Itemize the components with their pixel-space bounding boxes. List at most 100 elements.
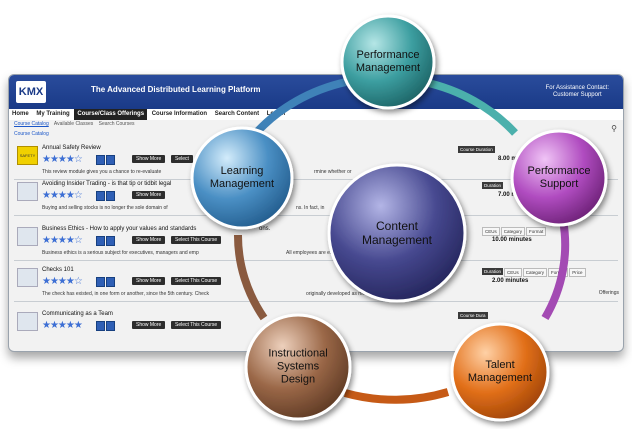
show-more-button[interactable]: Show More [132, 277, 166, 285]
rating-stars: ★★★★☆ [42, 235, 83, 246]
info-icon[interactable] [96, 236, 105, 246]
course-title[interactable]: Business Ethics - How to apply your valu… [42, 226, 197, 232]
arc-isd-to-learning-management [233, 234, 268, 321]
show-more-button[interactable]: Show More [132, 155, 166, 163]
search-icon[interactable]: ⚲ [611, 124, 617, 133]
row-divider [14, 215, 618, 216]
col-category: Category [500, 227, 526, 236]
course-description-tail: rmine whether or [314, 169, 352, 175]
rating-stars: ★★★★☆ [42, 190, 83, 201]
arc-talent-management-to-isd [343, 388, 450, 404]
col-price: Price [569, 268, 586, 277]
instructional-systems-design-label-line-3: Design [280, 373, 316, 386]
assistance-contact: For Assistance Contact: Customer Support [546, 85, 609, 99]
breadcrumb[interactable]: Course Catalog [14, 131, 49, 137]
show-more-button[interactable]: Show More [132, 191, 166, 199]
nav-course-offerings[interactable]: Course/Class Offerings [74, 109, 148, 120]
sub-nav: Course Catalog Available Classes Search … [14, 121, 139, 127]
info-icon[interactable] [96, 191, 105, 201]
course-description: The check has existed, in one form or an… [42, 291, 209, 297]
select-course-button[interactable]: Select This Course [171, 277, 222, 285]
col-format: Format [526, 227, 547, 236]
learning-management-circle [190, 126, 294, 230]
show-more-button[interactable]: Show More [132, 321, 166, 329]
learning-management-label-line-2: Management [209, 178, 275, 190]
select-course-button[interactable]: Select [171, 155, 193, 163]
content-management-label-line-1: Content [375, 219, 419, 233]
performance-management-circle [340, 14, 436, 110]
nav-home[interactable]: Home [12, 111, 29, 117]
preview-icon[interactable] [106, 155, 115, 165]
lms-screenshot: KMX The Advanced Distributed Learning Pl… [8, 74, 624, 352]
preview-icon[interactable] [106, 191, 115, 201]
duration-value: 2.00 minutes [492, 278, 529, 284]
info-icon[interactable] [96, 321, 105, 331]
offerings-label: Offerings [598, 290, 619, 296]
course-thumbnail [17, 227, 38, 246]
preview-icon[interactable] [106, 277, 115, 287]
info-icon[interactable] [96, 277, 105, 287]
arc-performance-management-to-performance-support [423, 78, 518, 136]
course-title[interactable]: Communicating as a Team [42, 311, 113, 317]
show-more-button[interactable]: Show More [132, 236, 166, 244]
course-description-tail: ns. In fact, in [296, 205, 325, 211]
learning-management-label-line-1: Learning [220, 165, 264, 177]
course-title[interactable]: Checks 101 [42, 267, 74, 273]
customer-support-link[interactable]: Customer Support [552, 92, 602, 98]
safety-sign-icon: SAFETY [17, 146, 38, 165]
course-description: Business ethics is a serious subject for… [42, 250, 199, 256]
course-title-tail: ons. [259, 226, 271, 232]
course-thumbnail [17, 312, 38, 331]
course-description-tail: originally developed as means to m [306, 291, 385, 297]
performance-management-label-line-2: Management [355, 62, 421, 74]
subnav-search-courses[interactable]: Search Courses [98, 121, 135, 127]
duration-header: Course Dura [458, 312, 488, 319]
nav-my-training[interactable]: My Training [36, 111, 70, 117]
preview-icon[interactable] [106, 321, 115, 331]
content-management-label-line-2: Management [361, 233, 433, 247]
talent-management-circle [450, 322, 550, 422]
preview-icon[interactable] [106, 236, 115, 246]
duration-header: Duration [482, 182, 504, 189]
instructional-systems-design-label-line-1: Instructional [268, 347, 328, 360]
subnav-available-classes[interactable]: Available Classes [53, 121, 94, 127]
select-course-button[interactable]: Select This Course [171, 236, 222, 244]
nav-course-information[interactable]: Course Information [151, 111, 208, 117]
course-thumbnail [17, 268, 38, 287]
rating-stars: ★★★★☆ [42, 154, 83, 165]
select-course-button[interactable]: Select This Course [171, 321, 222, 329]
rating-stars: ★★★★★ [42, 320, 83, 331]
course-title[interactable]: Annual Safety Review [42, 145, 101, 151]
talent-management-label-line-2: Management [467, 372, 533, 384]
duration-value: 8.00 m [498, 156, 517, 162]
content-management-circle [327, 163, 467, 303]
platform-title: The Advanced Distributed Learning Platfo… [91, 85, 261, 94]
info-icon[interactable] [96, 155, 105, 165]
col-category: Category [522, 268, 548, 277]
col-ceus: CEUs [504, 268, 522, 277]
course-description: This review module gives you a chance to… [42, 169, 162, 175]
arc-performance-support-to-talent-management [541, 219, 570, 321]
course-title[interactable]: Avoiding Insider Trading - is that tip o… [42, 181, 172, 187]
assist-line-1: For Assistance Contact: [545, 85, 609, 91]
performance-support-label-line-1: Performance [527, 165, 591, 177]
course-description: Buying and selling stocks is no longer t… [42, 205, 168, 211]
instructional-systems-design-circle [244, 313, 352, 421]
row-divider [14, 301, 618, 302]
performance-support-label-line-2: Support [539, 178, 579, 190]
subnav-course-catalog[interactable]: Course Catalog [14, 121, 49, 127]
rating-stars: ★★★★☆ [42, 276, 83, 287]
duration-value: 7.00 m [498, 192, 517, 198]
duration-header: Course Duration [458, 146, 495, 153]
course-description-tail: All employees are expected t [286, 250, 351, 256]
nav-search-content[interactable]: Search Content [214, 111, 260, 117]
